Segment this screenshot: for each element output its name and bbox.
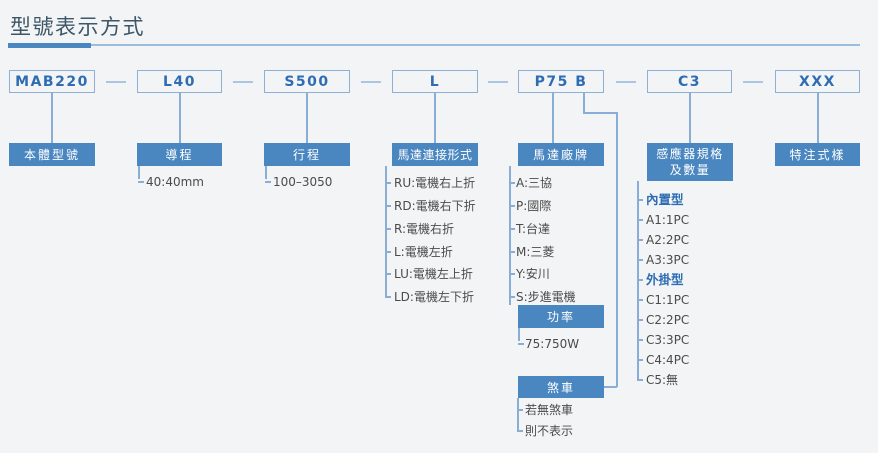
field-label-stroke: 行程 bbox=[264, 143, 350, 166]
brake-list-rail bbox=[517, 398, 519, 431]
brand-option: T:台達 bbox=[508, 222, 551, 236]
stroke-corner-line bbox=[265, 166, 267, 179]
field-label-sensor: 感應器規格 及數量 bbox=[647, 143, 733, 181]
sensor-option: C5:無 bbox=[636, 373, 679, 387]
connector-line bbox=[51, 93, 53, 143]
connector-line bbox=[689, 93, 691, 143]
sensor-group-title: 外掛型 bbox=[637, 272, 684, 287]
field-label-mount: 馬達連接形式 bbox=[392, 143, 478, 166]
segment-dash bbox=[361, 81, 381, 83]
sensor-option: A2:2PC bbox=[636, 233, 690, 247]
mount-option: LD:電機左下折 bbox=[385, 290, 474, 304]
brake-note: 則不表示 bbox=[516, 424, 574, 438]
brand-option: S:步進電機 bbox=[509, 290, 576, 304]
power-corner-line bbox=[518, 328, 520, 341]
connector-line bbox=[179, 93, 181, 143]
segment-dash bbox=[106, 81, 126, 83]
brand-list-rail bbox=[509, 166, 511, 305]
code-segment-body: MAB220 bbox=[9, 70, 95, 93]
field-label-custom: 特注式樣 bbox=[775, 143, 860, 166]
brake-note: 若無煞車 bbox=[516, 403, 574, 417]
page-title: 型號表示方式 bbox=[10, 15, 145, 39]
segment-dash bbox=[743, 81, 763, 83]
field-label-lead: 導程 bbox=[137, 143, 222, 166]
field-label-sensor-line1: 感應器規格 bbox=[656, 147, 724, 161]
brake-connector-line bbox=[604, 386, 617, 388]
sensor-option: C3:3PC bbox=[636, 333, 690, 347]
sensor-option: A1:1PC bbox=[636, 213, 690, 227]
brand-option: A:三協 bbox=[508, 176, 553, 190]
field-label-body: 本體型號 bbox=[9, 143, 95, 166]
lead-corner-line bbox=[138, 166, 140, 179]
title-underline-rule bbox=[91, 44, 860, 46]
connector-line bbox=[306, 93, 308, 143]
code-segment-lead: L40 bbox=[137, 70, 222, 93]
connector-line bbox=[434, 93, 436, 143]
brake-connector-line bbox=[583, 112, 617, 114]
sensor-list-rail bbox=[637, 181, 639, 380]
segment-dash bbox=[616, 81, 636, 83]
code-segment-stroke: S500 bbox=[264, 70, 350, 93]
sensor-group-title: 內置型 bbox=[637, 192, 684, 207]
field-label-sensor-line2: 及數量 bbox=[669, 163, 711, 177]
brake-connector-line bbox=[583, 93, 585, 113]
sensor-option: A3:3PC bbox=[636, 253, 690, 267]
mount-option: LU:電機左上折 bbox=[385, 267, 473, 281]
brand-option: P:國際 bbox=[508, 199, 552, 213]
connector-line bbox=[552, 93, 554, 143]
code-segment-custom: XXX bbox=[775, 70, 860, 93]
segment-dash bbox=[233, 81, 253, 83]
sensor-option: C4:4PC bbox=[636, 353, 690, 367]
brake-connector-line bbox=[616, 112, 618, 387]
lead-value: 40:40mm bbox=[138, 175, 204, 189]
field-label-power: 功率 bbox=[518, 305, 604, 328]
sensor-option: C1:1PC bbox=[636, 293, 690, 307]
code-segment-sensor: C3 bbox=[647, 70, 732, 93]
title-underline-accent bbox=[8, 43, 91, 48]
power-value: 75:750W bbox=[517, 337, 580, 351]
code-segment-motor: P75 B bbox=[518, 70, 604, 93]
mount-option: RU:電機右上折 bbox=[384, 176, 476, 190]
field-label-brake: 煞車 bbox=[518, 376, 604, 398]
mount-option: R:電機右折 bbox=[384, 222, 455, 236]
sensor-option: C2:2PC bbox=[636, 313, 690, 327]
brand-option: M:三菱 bbox=[508, 245, 555, 259]
mount-option: RD:電機右下折 bbox=[385, 199, 476, 213]
mount-list-rail bbox=[385, 166, 387, 297]
brand-option: Y:安川 bbox=[509, 267, 550, 281]
segment-dash bbox=[488, 81, 508, 83]
mount-option: L:電機左折 bbox=[385, 245, 453, 259]
field-label-motor-brand: 馬達廠牌 bbox=[518, 143, 604, 166]
code-segment-mount: L bbox=[392, 70, 478, 93]
stroke-value: 100–3050 bbox=[264, 175, 333, 189]
connector-line bbox=[817, 93, 819, 143]
